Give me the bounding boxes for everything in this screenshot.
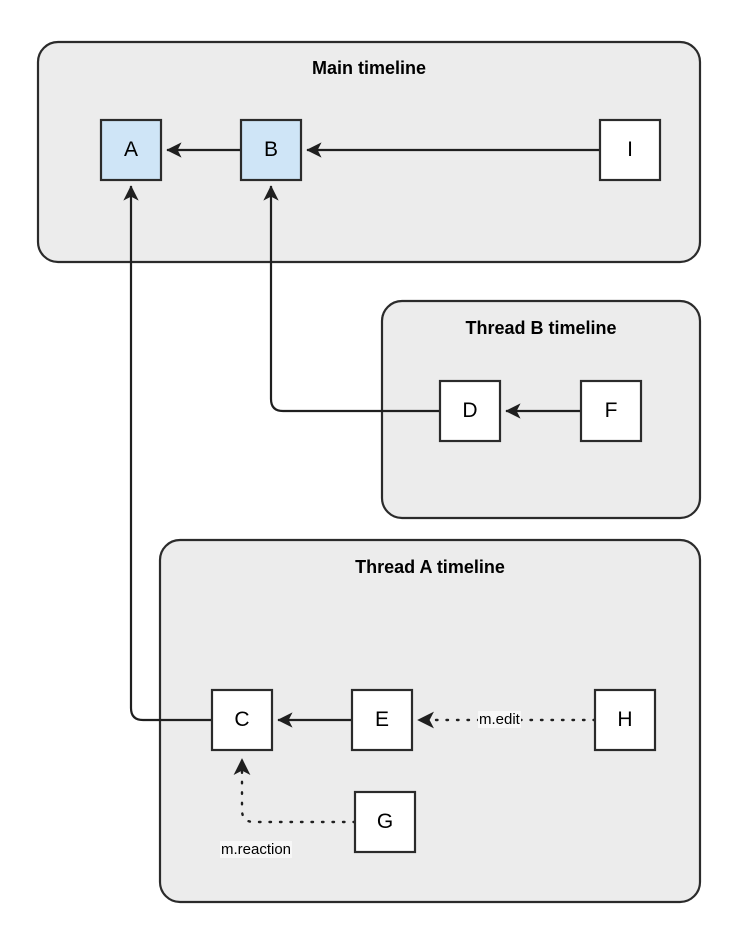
node-label-D: D [462, 399, 478, 422]
node-box-F[interactable] [579, 379, 643, 443]
cross-timeline-edges [123, 185, 440, 722]
node-box-A[interactable] [99, 118, 163, 182]
edge-label-m-edit: m.edit [478, 711, 521, 728]
node-box-H[interactable] [593, 688, 657, 752]
node-label-F: F [604, 399, 618, 422]
timeline-main[interactable] [36, 40, 702, 264]
edge-d-to-b[interactable] [263, 185, 440, 413]
dotted-edges [233, 711, 597, 824]
edge-c-to-a[interactable] [123, 185, 212, 722]
node-box-D[interactable] [438, 379, 502, 443]
node-boxes [99, 118, 662, 854]
node-label-H: H [617, 708, 633, 731]
node-box-C[interactable] [210, 688, 274, 752]
timeline-title-main: Main timeline [311, 58, 427, 78]
node-label-G: G [376, 810, 394, 833]
node-box-I[interactable] [598, 118, 662, 182]
node-box-E[interactable] [350, 688, 414, 752]
node-label-B: B [263, 138, 278, 161]
node-label-I: I [627, 138, 633, 161]
timeline-thread-b[interactable] [380, 299, 702, 520]
solid-edges [166, 142, 600, 728]
timeline-title-thread-a: Thread A timeline [355, 557, 505, 577]
edge-label-m-reaction: m.reaction [220, 841, 293, 858]
node-label-E: E [374, 708, 389, 731]
node-label-A: A [123, 138, 138, 161]
node-box-B[interactable] [239, 118, 303, 182]
node-box-G[interactable] [353, 790, 417, 854]
node-label-C: C [234, 708, 250, 731]
timeline-title-thread-b: Thread B timeline [465, 318, 617, 338]
